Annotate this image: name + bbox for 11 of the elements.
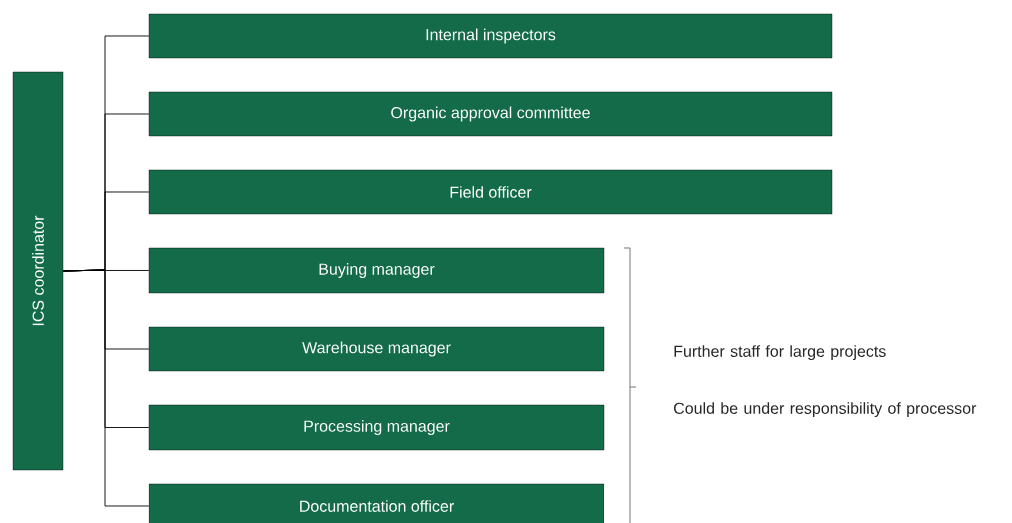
role-box: ICS coordinator — [12, 71, 64, 471]
role-box: Documentation officer — [148, 483, 605, 523]
note-text: Further staff for large projects — [674, 345, 886, 361]
role-box: Field officer — [148, 169, 833, 215]
role-box: Warehouse manager — [148, 326, 605, 372]
connector — [62, 269, 150, 507]
note-text: Could be under responsibility of processor — [674, 402, 977, 418]
role-box: Organic approval committee — [148, 91, 833, 137]
role-box: Processing manager — [148, 404, 605, 451]
role-box: Internal inspectors — [148, 13, 833, 59]
role-box: Buying manager — [148, 247, 605, 294]
